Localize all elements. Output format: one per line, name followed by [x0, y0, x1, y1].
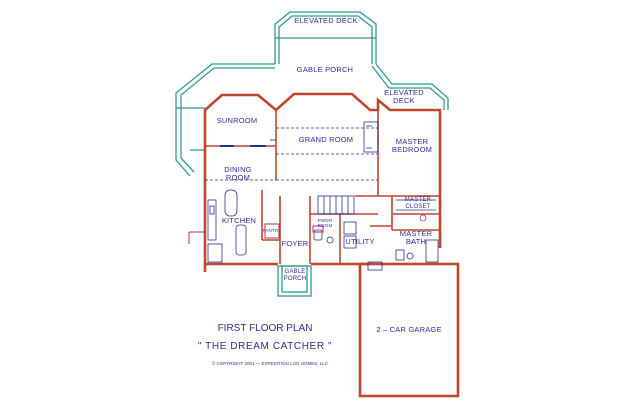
gable-porch-front-line-2: PORCH: [283, 276, 307, 282]
dining-room-label: DINING ROOM: [214, 166, 262, 182]
pantry-label: PANTRY: [262, 228, 282, 233]
sunroom-label: SUNROOM: [216, 116, 258, 125]
dining-room-line-2: ROOM: [225, 173, 251, 182]
master-bath-label: MASTER BATH: [392, 230, 440, 246]
gable-porch-front-line-1: GABLE: [284, 269, 306, 275]
master-closet-label: MASTER CLOSET: [398, 197, 438, 211]
utility-label: UTILITY: [345, 237, 375, 246]
garage-label: 2 – CAR GARAGE: [376, 325, 442, 334]
fixtures: [207, 121, 439, 271]
house-walls: [203, 92, 460, 398]
grand-room-label: GRAND ROOM: [298, 135, 354, 144]
dining-room-line-1: DINING: [224, 165, 252, 174]
elevated-deck-right-line-2: DECK: [393, 96, 415, 105]
master-bath-line-1: MASTER: [399, 229, 433, 238]
foyer-label: FOYER: [281, 239, 309, 248]
ceiling-beams: [205, 127, 378, 181]
master-closet-line-2: CLOSET: [405, 204, 431, 210]
plan-title: FIRST FLOOR PLAN: [217, 323, 313, 334]
gable-porch-top-label: GABLE PORCH: [296, 65, 354, 74]
plan-copyright: © COPYRIGHT 2001 — EXPEDITION LOG HOMES,…: [211, 361, 328, 366]
elevated-deck-top-label: ELEVATED DECK: [294, 16, 358, 25]
powder-room-label: PWDR ROOM: [312, 218, 338, 228]
master-bath-line-2: BATH: [405, 237, 427, 246]
deck-outlines: [175, 11, 449, 297]
powder-room-line-2: ROOM: [317, 223, 333, 228]
interior-walls: [205, 110, 440, 264]
master-bedroom-label: MASTER BEDROOM: [386, 138, 438, 154]
plan-subtitle: " THE DREAM CATCHER ": [197, 341, 333, 352]
master-bedroom-line-2: BEDROOM: [391, 145, 433, 154]
powder-room-line-1: PWDR: [317, 218, 333, 223]
gable-porch-front-label: GABLE PORCH: [280, 269, 310, 283]
kitchen-label: KITCHEN: [221, 216, 257, 225]
master-closet-line-1: MASTER: [404, 197, 432, 203]
master-bedroom-line-1: MASTER: [395, 137, 429, 146]
accent-details: [188, 223, 324, 244]
elevated-deck-right-line-1: ELEVATED: [384, 88, 424, 97]
elevated-deck-right-label: ELEVATED DECK: [376, 89, 432, 105]
